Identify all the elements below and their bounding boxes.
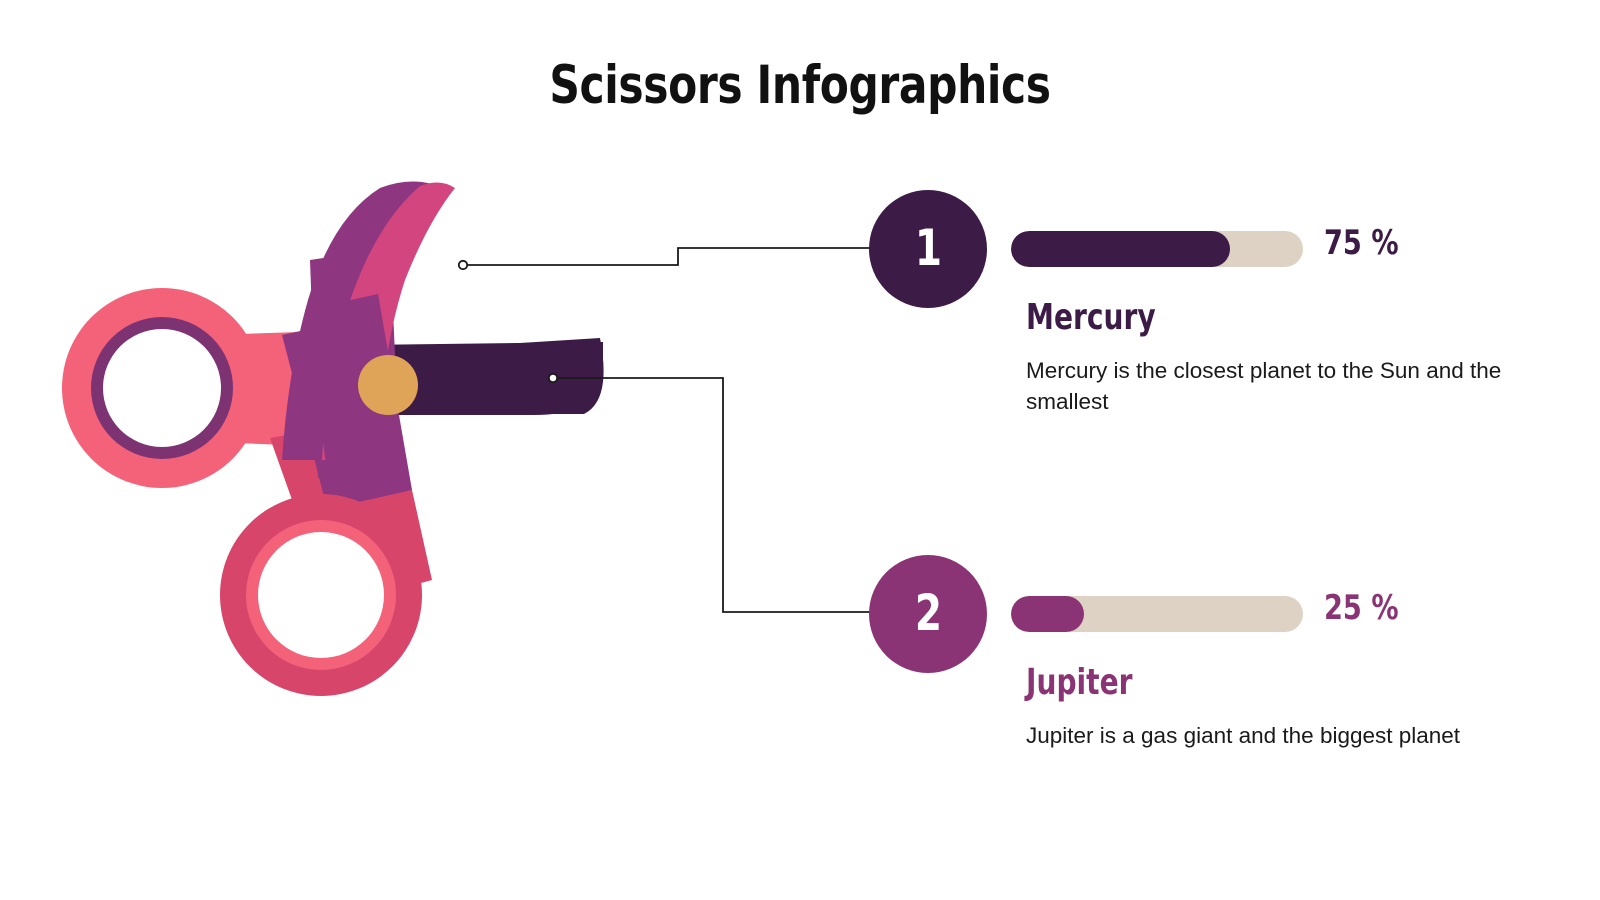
item-title-mercury: Mercury bbox=[1026, 297, 1156, 338]
percent-label-mercury: 75 % bbox=[1324, 223, 1399, 263]
item-description-jupiter: Jupiter is a gas giant and the biggest p… bbox=[1026, 723, 1461, 748]
scissors-pivot-band bbox=[305, 294, 412, 508]
percent-label-jupiter: 25 % bbox=[1324, 588, 1399, 628]
scissors-upper-ring-hole bbox=[103, 329, 221, 447]
pivot-screw-icon bbox=[358, 355, 418, 415]
progress-fill-jupiter bbox=[1011, 596, 1084, 632]
scissors-illustration bbox=[60, 160, 680, 720]
badge-number-2: 2 bbox=[914, 583, 942, 642]
page-title: Scissors Infographics bbox=[549, 55, 1051, 116]
item-title-jupiter: Jupiter bbox=[1026, 662, 1133, 703]
badge-1[interactable]: 1 bbox=[869, 190, 987, 308]
progress-track-jupiter[interactable] bbox=[1011, 596, 1303, 632]
badge-number-1: 1 bbox=[914, 218, 942, 277]
scissors-lower-ring-hole bbox=[258, 532, 384, 658]
progress-track-mercury[interactable] bbox=[1011, 231, 1303, 267]
badge-2[interactable]: 2 bbox=[869, 555, 987, 673]
scissors-svg bbox=[62, 181, 604, 696]
item-description-mercury: Mercury is the closest planet to the Sun… bbox=[1026, 358, 1502, 414]
scissors-blade-dark-lower bbox=[360, 342, 603, 416]
progress-fill-mercury bbox=[1011, 231, 1230, 267]
